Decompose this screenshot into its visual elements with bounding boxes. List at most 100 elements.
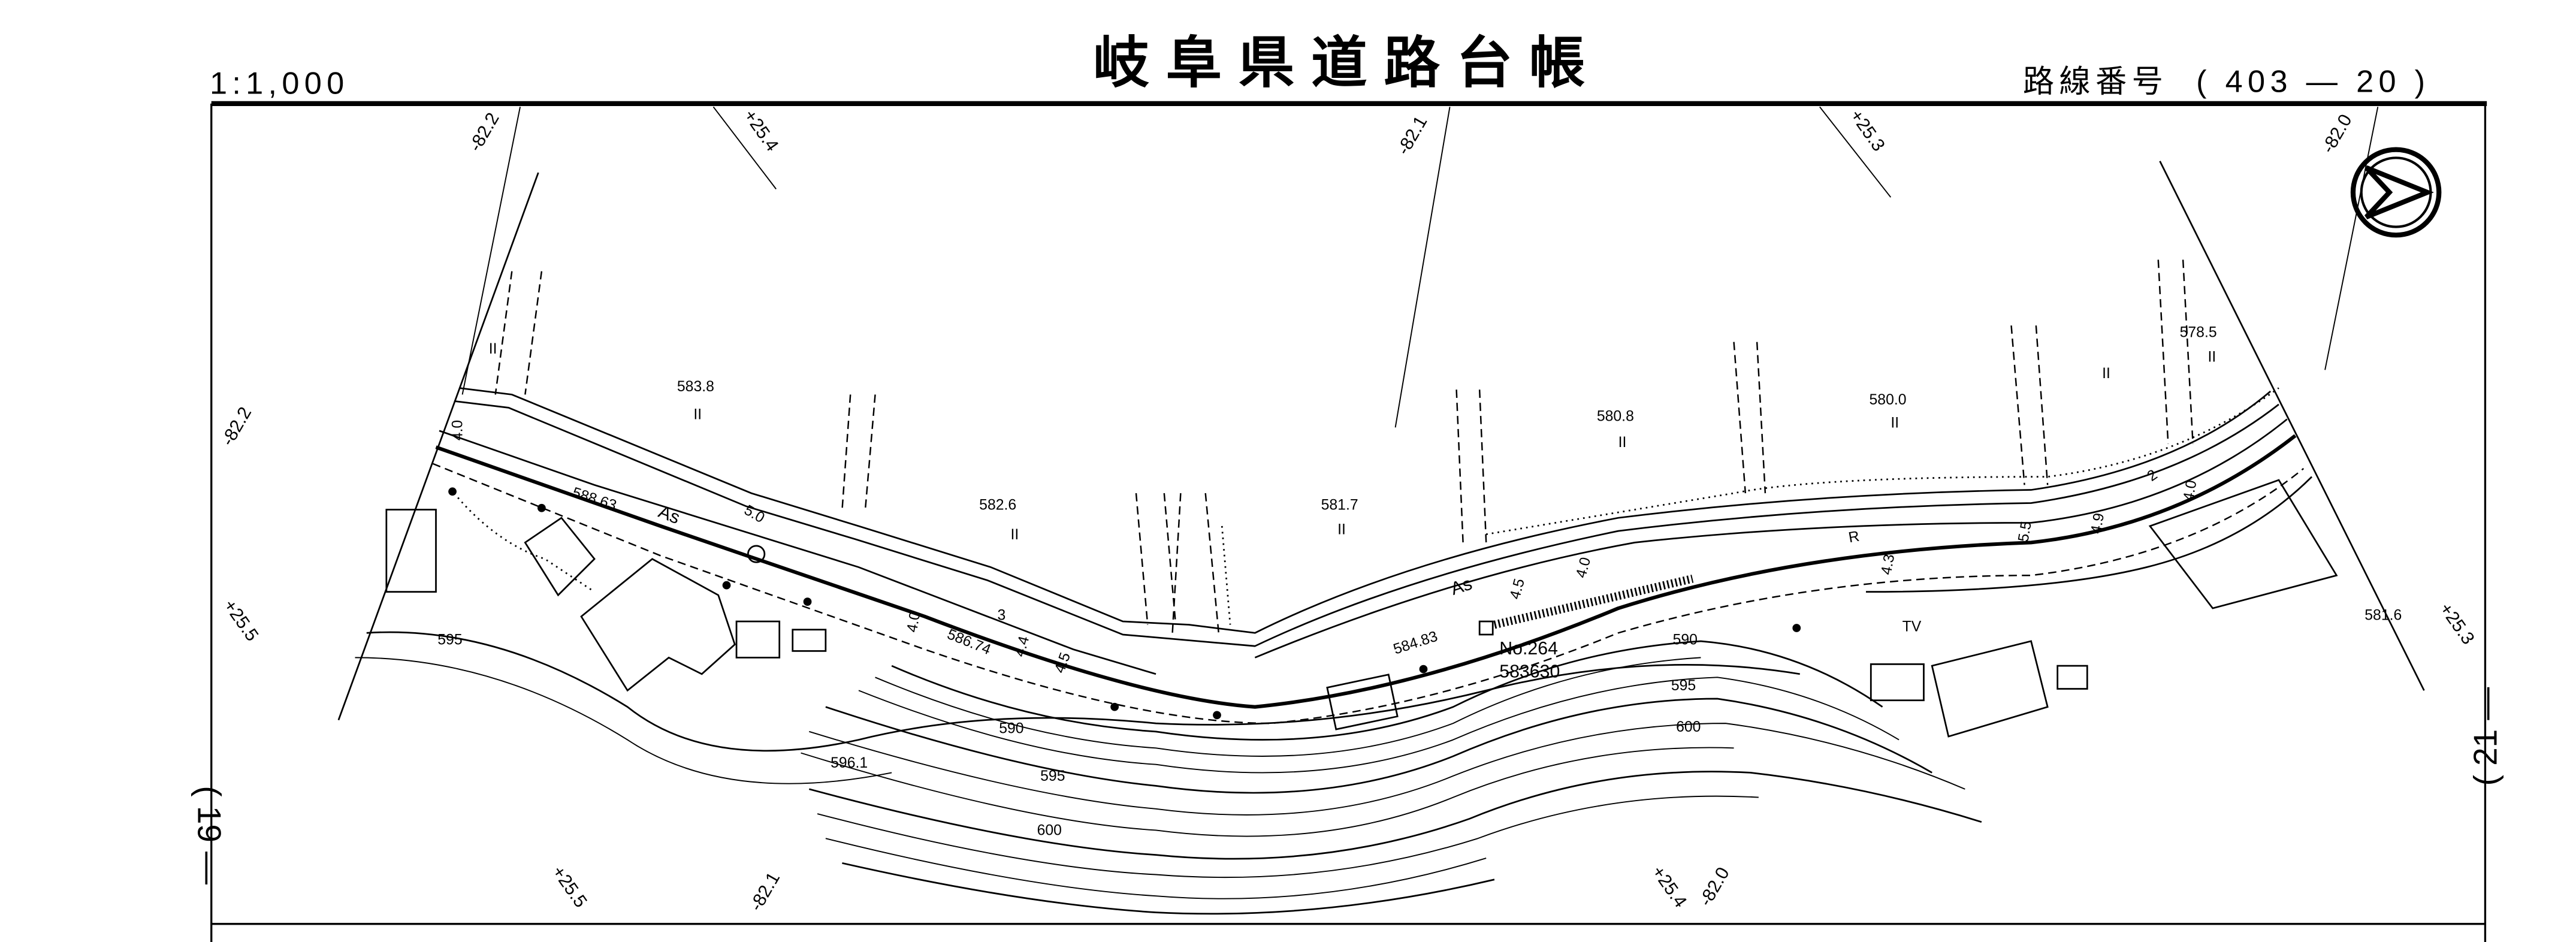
map-line xyxy=(1135,493,1219,633)
map-label: +25.4 xyxy=(739,106,782,155)
map-line xyxy=(1819,106,1892,198)
map-line xyxy=(2364,165,2434,219)
map-label: 580.0 xyxy=(1870,392,1907,408)
map-line xyxy=(2324,107,2379,370)
buildings xyxy=(385,479,2338,738)
map-line xyxy=(2350,147,2442,238)
map-line xyxy=(825,698,1932,794)
map-line xyxy=(448,487,457,496)
map-label: II xyxy=(693,407,702,423)
map-label: -82.1 xyxy=(746,869,784,914)
map-line xyxy=(875,657,1701,757)
map-label: II xyxy=(1337,522,1346,538)
map-line xyxy=(1931,640,2049,738)
map-label: -82.0 xyxy=(2318,111,2356,156)
map-line xyxy=(494,271,543,395)
map-label: 4.5 xyxy=(1052,650,1074,675)
map-label: 581.6 xyxy=(2364,607,2402,623)
map-label: 578.5 xyxy=(2180,324,2217,340)
map-line xyxy=(1792,624,1801,632)
map-line xyxy=(1870,663,1925,702)
map-line xyxy=(537,503,546,512)
map-label: 600 xyxy=(1676,719,1701,735)
map-line xyxy=(808,771,1982,860)
map-line xyxy=(825,838,1487,899)
map-line xyxy=(435,434,2297,709)
map-label: +25.5 xyxy=(219,596,262,645)
map-label: 590 xyxy=(1673,632,1698,648)
map-line xyxy=(355,657,892,784)
map-line xyxy=(809,723,1965,816)
benchmark-value: 583630 xyxy=(1499,662,1560,681)
map-label: II xyxy=(1618,434,1627,451)
map-line xyxy=(1213,711,1221,720)
map-line xyxy=(2157,259,2194,444)
tv-label: TV xyxy=(1902,619,1922,635)
north-arrow-icon xyxy=(2350,147,2442,238)
right-sheet-ref: ( 21 — xyxy=(2467,687,2504,786)
map-label: II xyxy=(2207,349,2216,366)
boundary-right xyxy=(2159,161,2425,691)
map-line xyxy=(454,400,2279,647)
map-label: +25.3 xyxy=(2436,599,2478,648)
map-label: 584.83 xyxy=(1391,629,1439,658)
map-label: 4.0 xyxy=(450,420,466,440)
map-label: II xyxy=(1011,527,1019,543)
map-line xyxy=(803,597,812,606)
map-line xyxy=(858,677,1899,774)
map-label: 595 xyxy=(1040,768,1065,784)
map-label: 595 xyxy=(1671,678,1696,694)
map-label: 582.6 xyxy=(979,497,1016,514)
map-label: -82.2 xyxy=(218,404,255,449)
retaining-wall xyxy=(1493,575,1694,629)
map-line xyxy=(735,620,781,659)
map-label: -82.0 xyxy=(1696,864,1734,910)
map-line xyxy=(461,107,521,395)
map-line xyxy=(366,631,1801,752)
map-line xyxy=(524,517,596,597)
map-label: +25.5 xyxy=(548,862,591,911)
map-label: II xyxy=(2102,366,2110,382)
map-label: 580.8 xyxy=(1597,408,1634,424)
benchmark-marker xyxy=(1478,620,1494,636)
map-label: 588.63 xyxy=(570,485,618,514)
map-label: 4.9 xyxy=(2088,512,2108,535)
utility-poles xyxy=(448,487,1801,720)
map-label: 2 xyxy=(2145,467,2161,485)
map-line xyxy=(1254,418,2288,659)
map-label: -82.1 xyxy=(1393,113,1431,158)
map-label: R xyxy=(1847,529,1861,547)
map-line xyxy=(1733,342,1766,494)
map-line xyxy=(458,387,2272,634)
map-label: 595 xyxy=(437,632,462,648)
map-line xyxy=(1419,665,1428,674)
map-line xyxy=(580,558,736,692)
left-sheet-ref: ( 19 — xyxy=(191,786,228,884)
map-label: II xyxy=(1891,415,1899,431)
map-line xyxy=(2148,479,2338,609)
map-label: 4.0 xyxy=(1573,555,1594,579)
map-line xyxy=(2010,325,2049,485)
map-line xyxy=(385,509,437,593)
map-line xyxy=(801,747,1734,837)
road-annotations: 588.63 586.74 584.83 As As 4.0 5.0 4.0 3… xyxy=(450,420,2200,681)
side-channels xyxy=(494,259,2194,633)
map-label: 586.74 xyxy=(945,626,993,658)
field-marks: II II II II II II II II xyxy=(489,341,2216,543)
map-line xyxy=(722,581,731,590)
map-label: 3 xyxy=(997,607,1005,623)
map-label: +25.4 xyxy=(1648,862,1690,911)
map-line xyxy=(712,106,777,190)
map-label: 4.0 xyxy=(2181,479,2200,502)
elevation-points: 583.8 582.6 581.7 580.8 580.0 578.5 596.… xyxy=(677,324,2402,771)
map-line xyxy=(1110,702,1119,711)
map-label: As xyxy=(1448,574,1475,599)
map-line xyxy=(439,430,1156,675)
page-title: 岐阜県道路台帳 xyxy=(1093,31,1602,94)
benchmark-id: No.264 xyxy=(1499,639,1558,659)
map-label: 4.0 xyxy=(904,611,924,633)
scale-label: 1:1,000 xyxy=(210,66,349,101)
map-label: 596.1 xyxy=(831,755,868,771)
map-line xyxy=(841,394,876,510)
